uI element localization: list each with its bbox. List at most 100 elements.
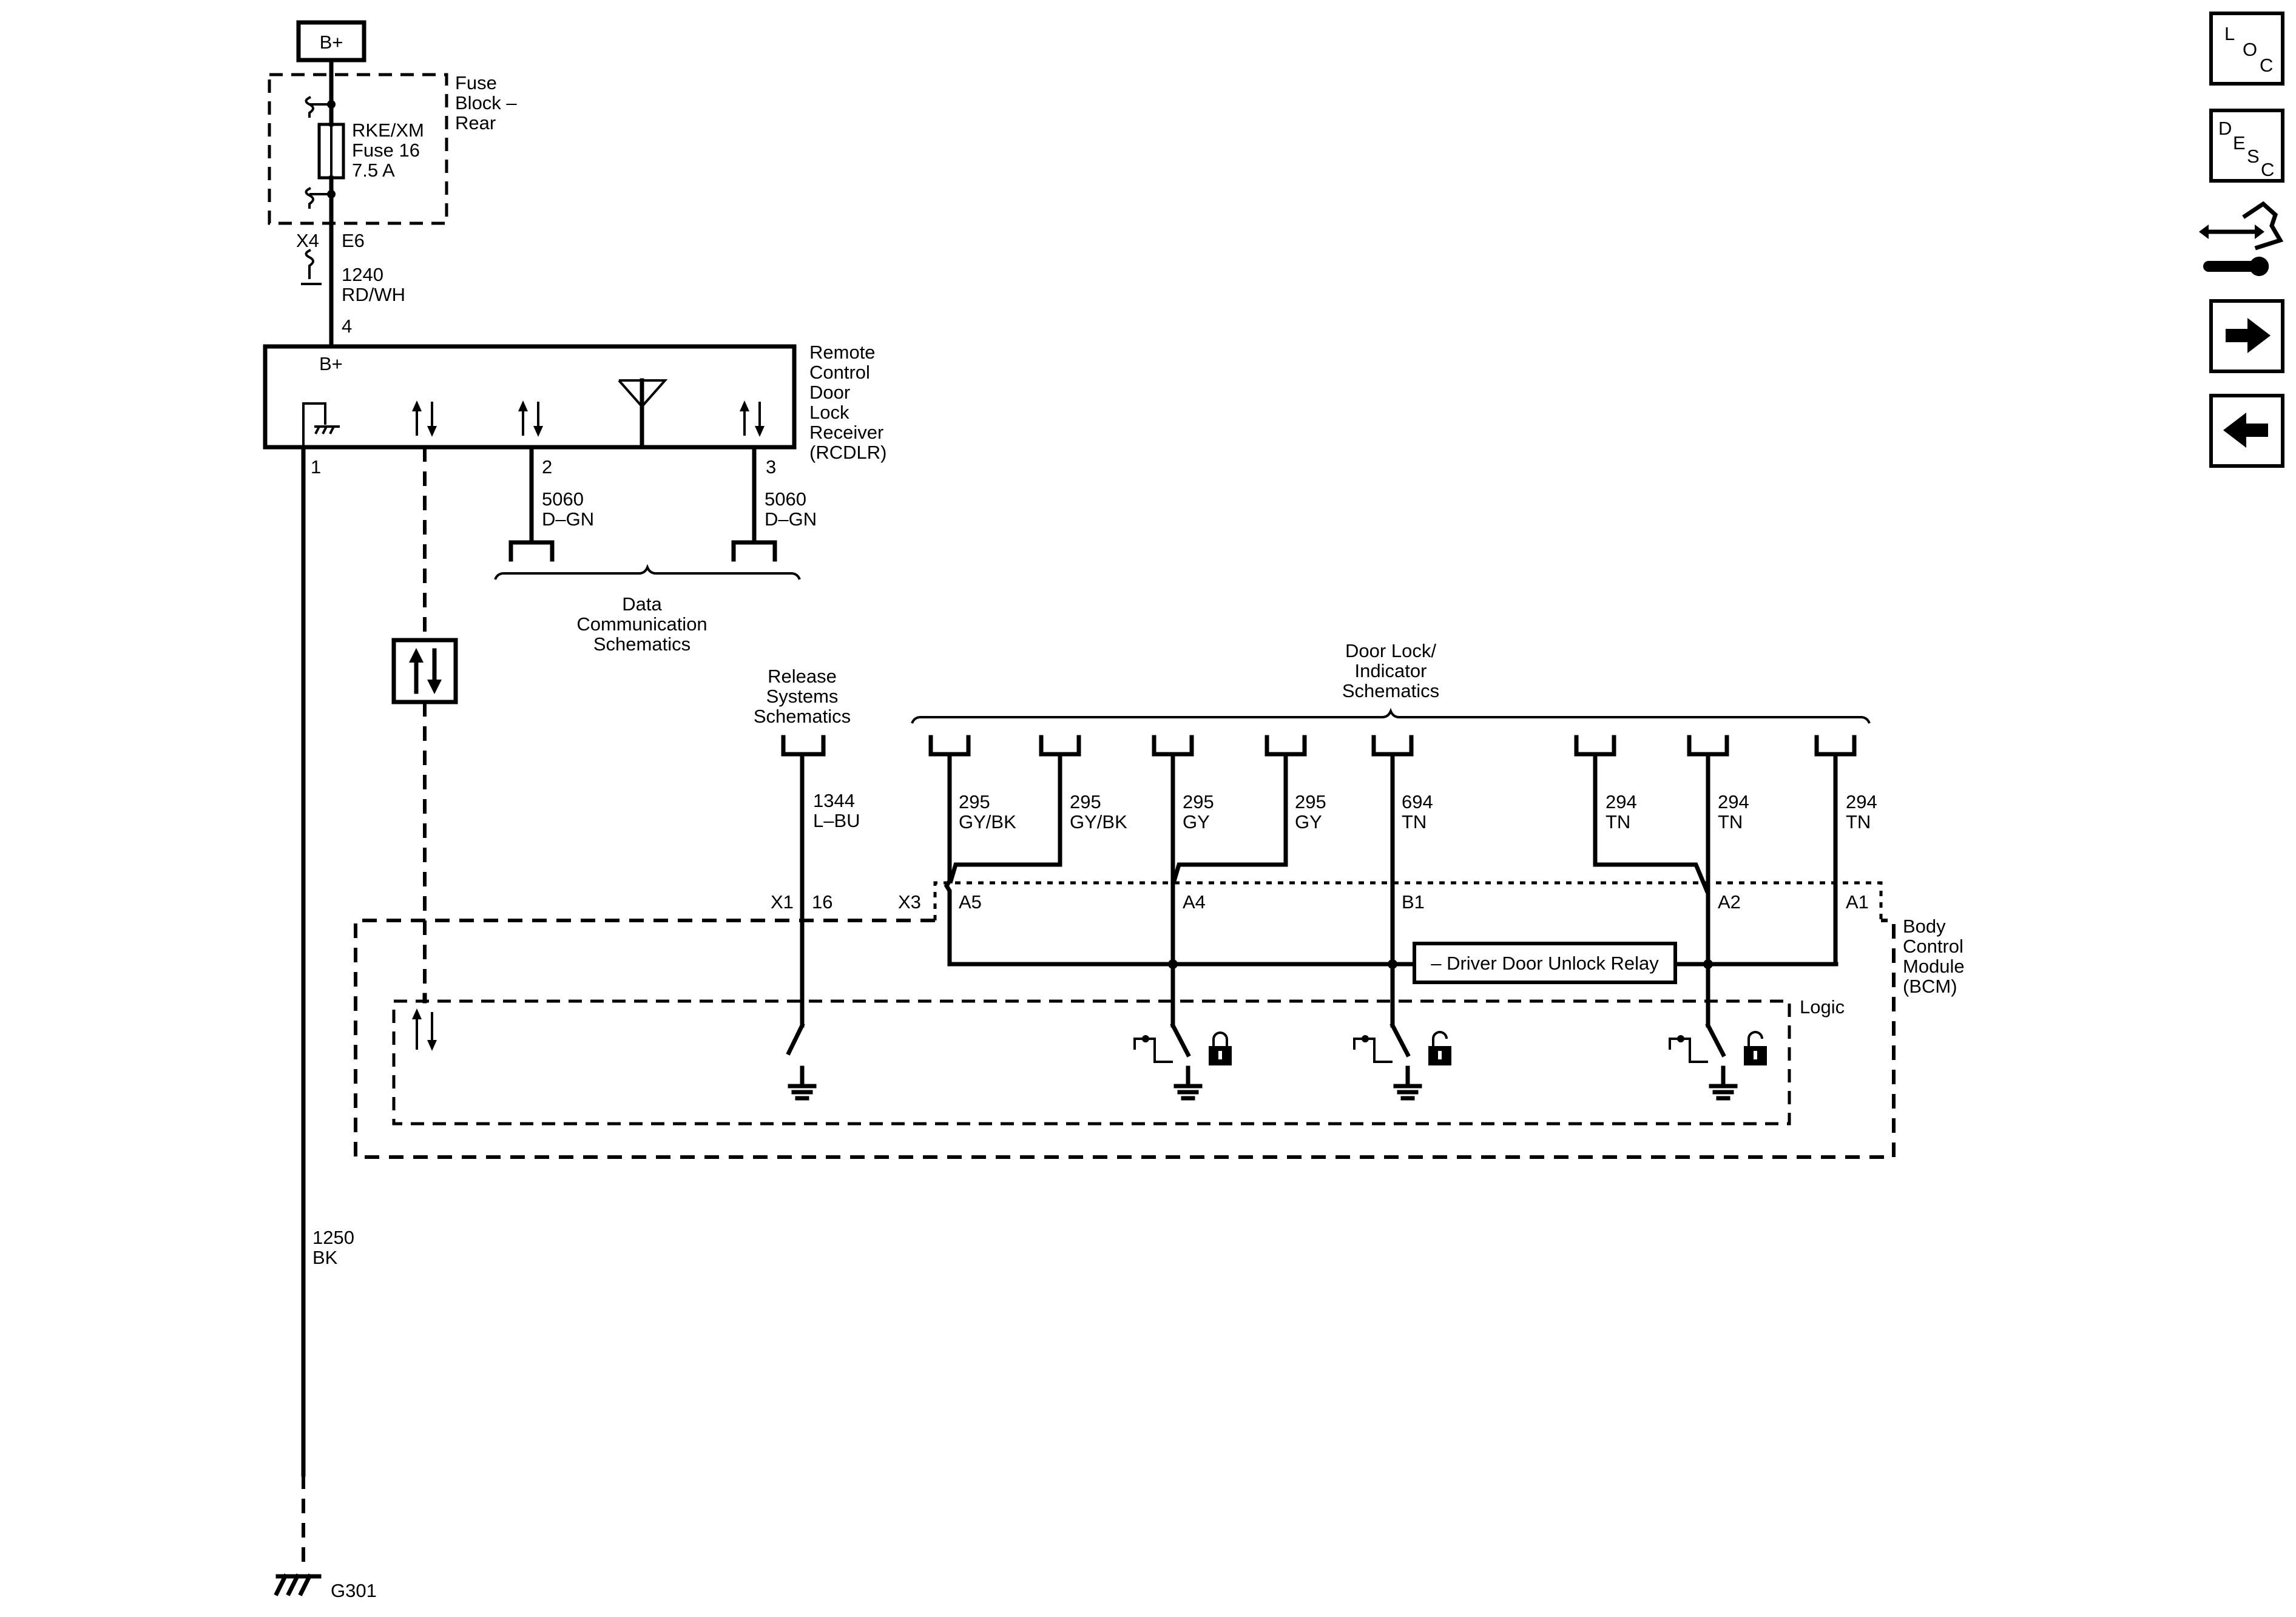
svg-text:Lock: Lock <box>809 402 849 423</box>
svg-text:295: 295 <box>1070 791 1101 812</box>
serial-data-arrows-icon <box>518 400 543 437</box>
svg-text:Schematics: Schematics <box>593 633 690 655</box>
svg-text:3: 3 <box>766 456 776 478</box>
svg-text:Door Lock/: Door Lock/ <box>1345 640 1436 661</box>
door-lock-brace <box>911 707 1871 724</box>
svg-text:Block –: Block – <box>455 92 517 113</box>
svg-text:Fuse: Fuse <box>455 72 497 93</box>
rcdlr-module: B+ Remote Control Door Lock Receiver (RC… <box>263 342 886 463</box>
switch-to-ground-icon <box>786 993 817 1101</box>
svg-text:Systems: Systems <box>766 686 839 707</box>
svg-text:A5: A5 <box>959 891 982 913</box>
svg-text:GY: GY <box>1183 811 1210 832</box>
svg-text:A2: A2 <box>1718 891 1741 913</box>
svg-text:Control: Control <box>809 362 870 383</box>
svg-text:Fuse 16: Fuse 16 <box>352 140 420 161</box>
previous-arrow-icon[interactable] <box>2209 394 2284 468</box>
bcm-module-outline <box>354 919 1896 1159</box>
connector-x4-symbol <box>305 249 314 279</box>
svg-text:1: 1 <box>311 456 321 478</box>
connector-stub <box>508 540 555 562</box>
connector-stub <box>731 540 777 562</box>
svg-text:694: 694 <box>1402 791 1433 812</box>
description-view-button[interactable]: D E S C <box>2209 109 2284 183</box>
svg-text:D–GN: D–GN <box>542 508 594 530</box>
svg-text:Communication: Communication <box>576 613 707 635</box>
svg-text:RKE/XM: RKE/XM <box>352 120 424 141</box>
svg-text:294: 294 <box>1846 791 1877 812</box>
serial-data-arrows-icon <box>412 400 437 437</box>
svg-text:G301: G301 <box>331 1580 377 1601</box>
fuse-clip-bottom <box>305 187 314 209</box>
svg-text:GY: GY <box>1295 811 1322 832</box>
svg-text:TN: TN <box>1718 811 1743 832</box>
svg-text:295: 295 <box>959 791 990 812</box>
svg-text:Module: Module <box>1903 956 1965 977</box>
connector-tool-icon[interactable] <box>2199 201 2284 276</box>
svg-text:GY/BK: GY/BK <box>959 811 1016 832</box>
svg-text:D: D <box>2218 118 2232 139</box>
connector-stub <box>1574 735 1616 757</box>
connector-stub <box>1039 735 1081 757</box>
svg-text:294: 294 <box>1718 791 1749 812</box>
unlock-icon <box>1744 1031 1767 1065</box>
svg-text:Indicator: Indicator <box>1355 660 1427 681</box>
connector-stub <box>1152 735 1194 757</box>
serial-data-arrows-icon <box>740 400 765 437</box>
svg-text:Body: Body <box>1903 916 1946 937</box>
svg-text:C: C <box>2261 159 2274 180</box>
fuse-block-rear: Fuse Block – Rear <box>268 72 517 225</box>
svg-text:TN: TN <box>1402 811 1427 832</box>
svg-text:(BCM): (BCM) <box>1903 976 1957 997</box>
connector-stub <box>781 735 826 757</box>
connector-stub <box>1264 735 1307 757</box>
svg-text:D–GN: D–GN <box>765 508 817 530</box>
data-comm-brace <box>494 564 801 580</box>
wire-294-tn-a <box>1593 752 1710 894</box>
svg-text:Logic: Logic <box>1800 996 1845 1018</box>
internal-ground-icon <box>302 402 340 447</box>
serial-data-box-icon <box>391 638 458 704</box>
svg-text:Rear: Rear <box>455 112 496 133</box>
connector-stub <box>1687 735 1729 757</box>
next-arrow-icon[interactable] <box>2209 299 2284 373</box>
svg-text:L–BU: L–BU <box>813 810 860 831</box>
unlock-icon <box>1428 1031 1451 1065</box>
svg-text:S: S <box>2247 146 2260 167</box>
svg-text:L: L <box>2224 23 2235 44</box>
location-view-button[interactable]: L O C <box>2209 12 2284 86</box>
svg-text:C: C <box>2260 55 2273 76</box>
svg-text:Remote: Remote <box>809 342 876 363</box>
lock-icon <box>1209 1031 1232 1065</box>
svg-text:5060: 5060 <box>542 488 584 510</box>
svg-text:Data: Data <box>622 593 662 615</box>
svg-text:X3: X3 <box>898 891 921 913</box>
fuse-clip-top <box>305 96 314 118</box>
unlock-switch-ground-icon <box>1353 1022 1422 1101</box>
svg-text:X4: X4 <box>296 230 319 251</box>
fuse-symbol <box>317 123 345 180</box>
svg-text:O: O <box>2243 39 2257 60</box>
svg-text:Release: Release <box>768 666 837 687</box>
svg-text:Door: Door <box>809 382 850 403</box>
svg-text:4: 4 <box>342 316 352 337</box>
svg-text:295: 295 <box>1295 791 1326 812</box>
wire-295-gy-b <box>1171 752 1288 884</box>
connector-stub <box>1814 735 1857 757</box>
wire-295-gybk-b <box>948 752 1062 884</box>
svg-text:1250: 1250 <box>312 1227 354 1248</box>
b-plus-source: B+ <box>296 20 366 62</box>
svg-text:16: 16 <box>812 891 832 913</box>
svg-text:E: E <box>2233 132 2246 154</box>
svg-text:– Driver Door Unlock Relay: – Driver Door Unlock Relay <box>1431 953 1659 974</box>
lock-switch-ground-icon <box>1133 1022 1203 1101</box>
svg-text:BK: BK <box>312 1247 338 1268</box>
svg-text:B+: B+ <box>319 353 343 374</box>
connector-stub <box>1371 735 1414 757</box>
wire-295-gybk-a <box>944 752 1838 967</box>
svg-text:B+: B+ <box>320 32 343 53</box>
svg-text:E6: E6 <box>342 230 365 251</box>
svg-text:Receiver: Receiver <box>809 422 883 443</box>
svg-text:Control: Control <box>1903 936 1963 957</box>
